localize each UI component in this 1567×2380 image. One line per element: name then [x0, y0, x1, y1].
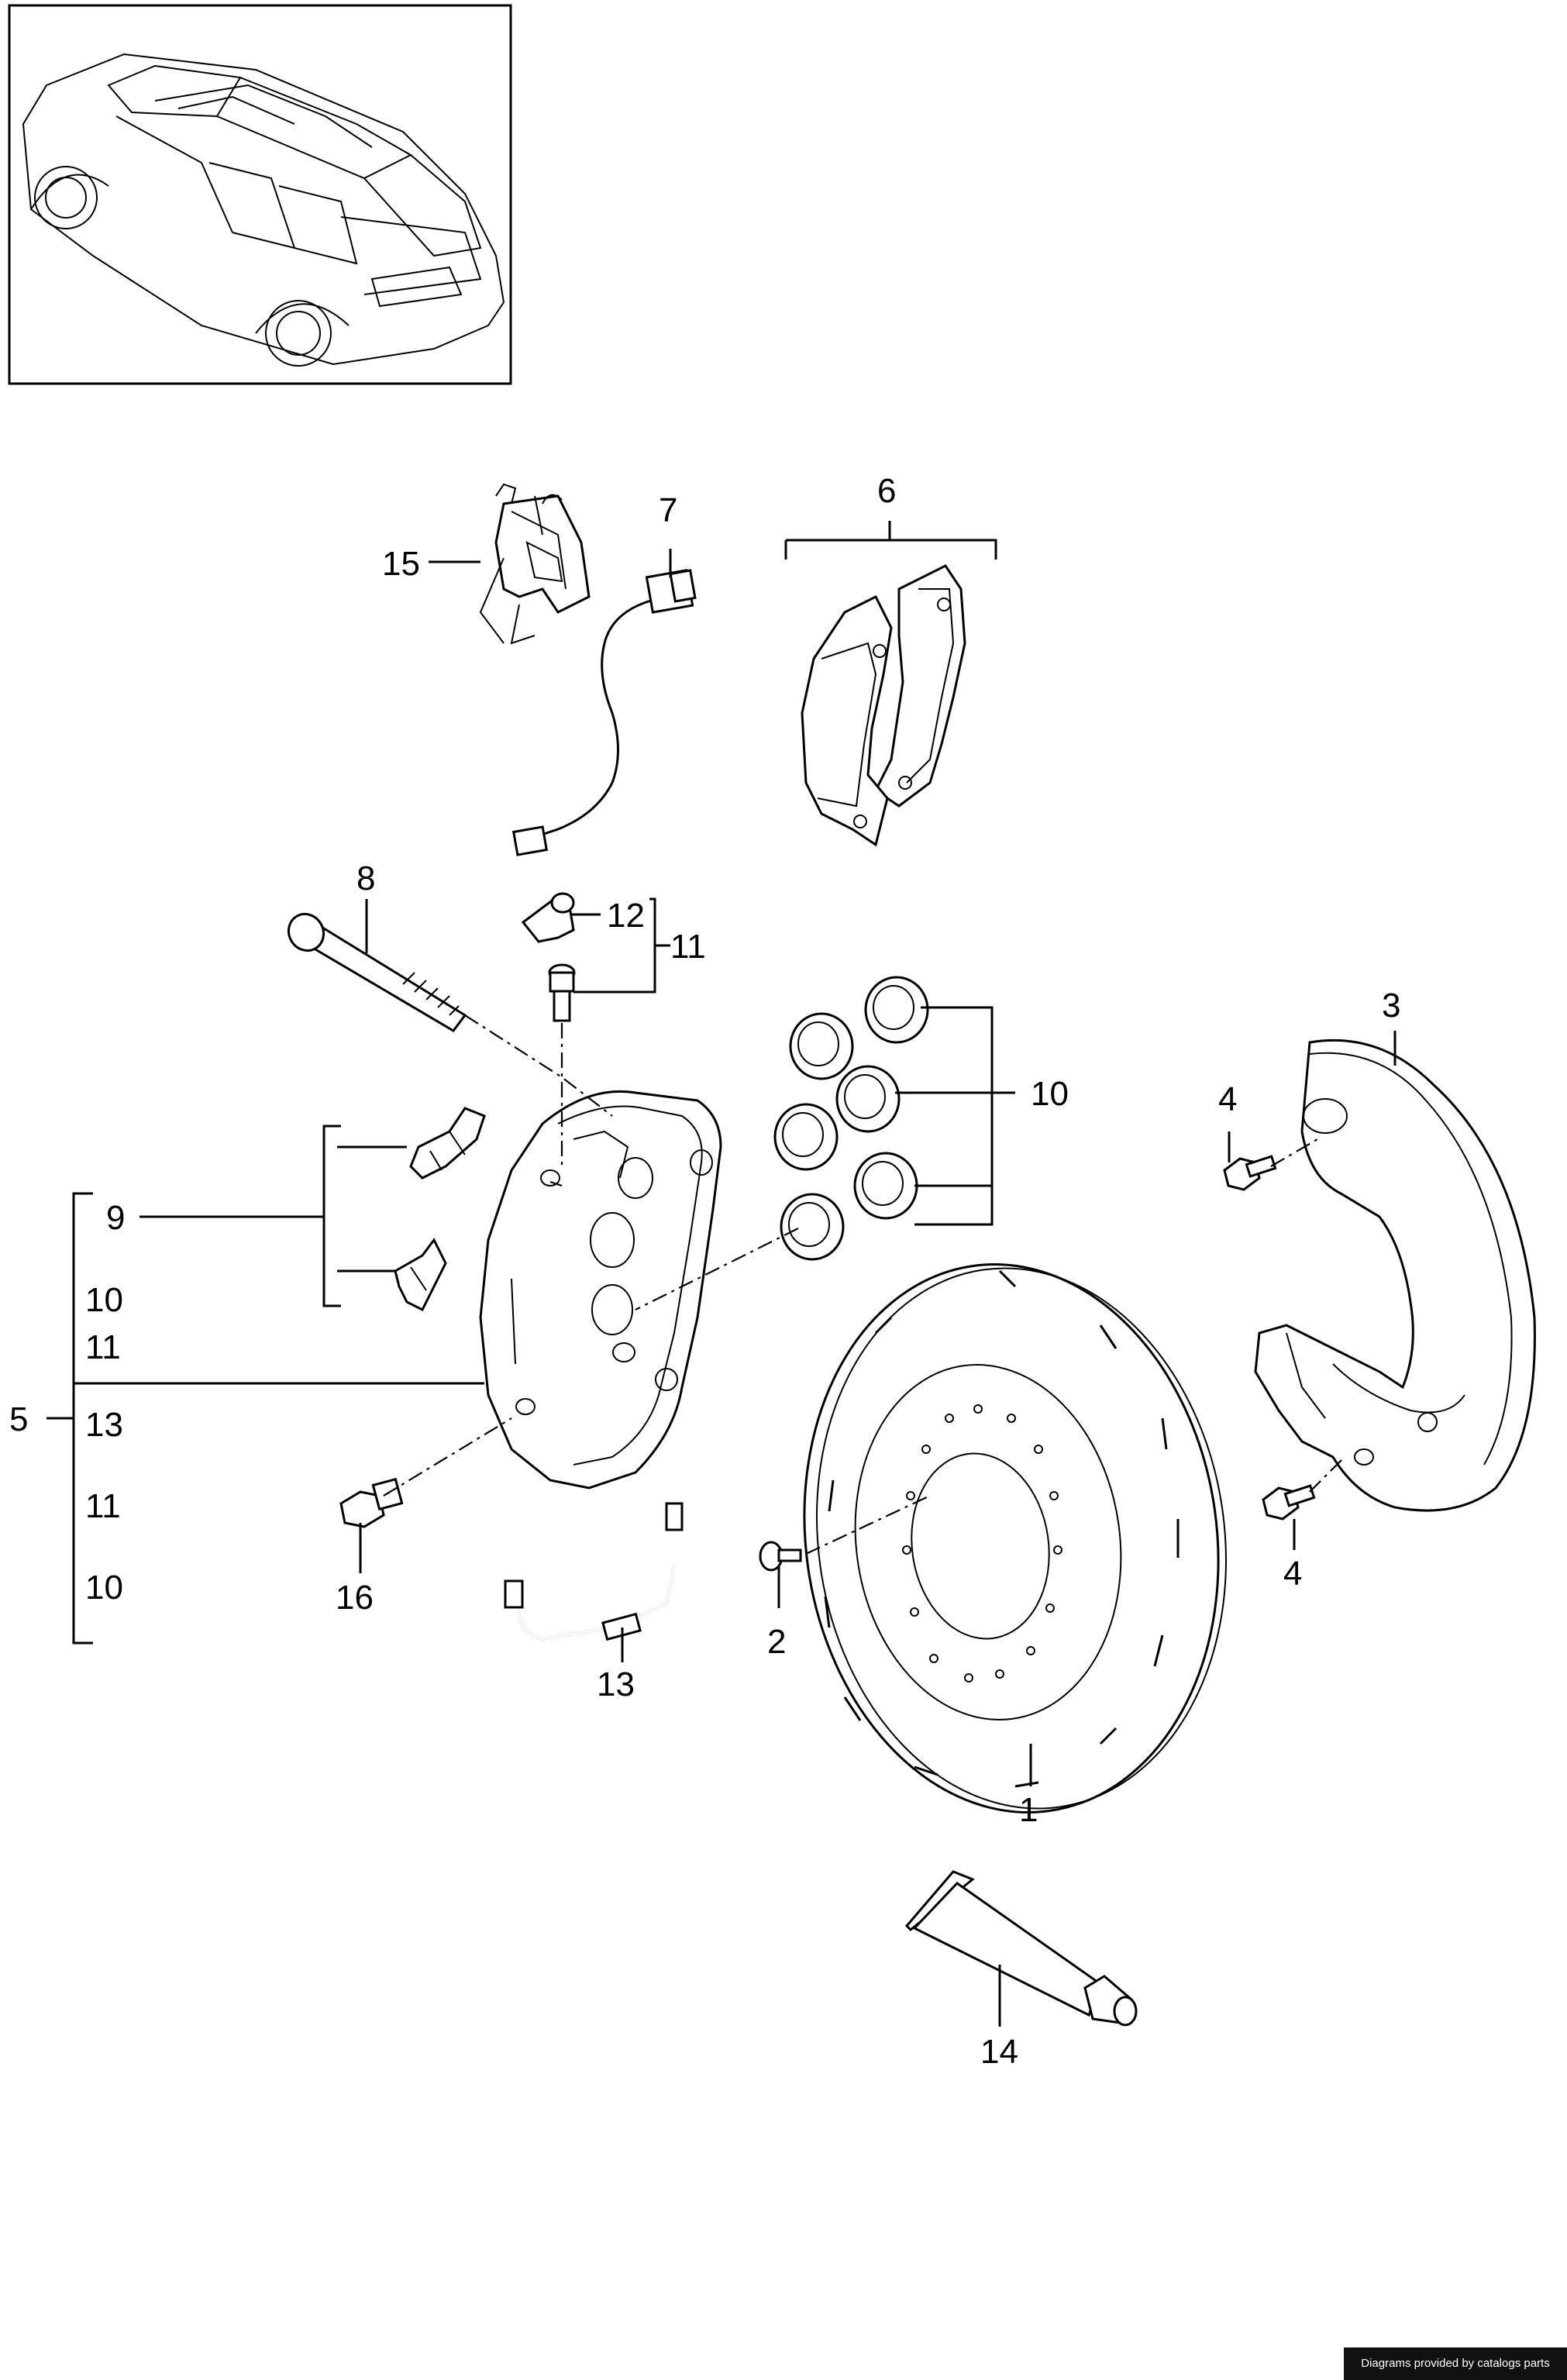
- callout-16: 16: [336, 1579, 374, 1617]
- part-9-pad-spring-lower: [394, 1238, 447, 1312]
- seal-ring: [864, 976, 929, 1044]
- part-11-bleeder-screw: [548, 963, 576, 1022]
- part-7-wear-sensor: [511, 569, 697, 856]
- part-14-grease-tube: [904, 1870, 1138, 2027]
- callout-5: 5: [9, 1400, 28, 1438]
- seal-ring: [780, 1193, 845, 1261]
- part-4-screw-upper: [1223, 1155, 1277, 1191]
- callout-numbers: 1 2 3 4 4 5 6 7 8 9 10 10 10 11 11 11 12…: [9, 472, 1400, 2071]
- part-9-pad-spring-upper: [409, 1107, 486, 1180]
- part-1-brake-disc: [803, 1263, 1227, 1813]
- callout-13-group: 13: [85, 1406, 123, 1444]
- callout-4-lower: 4: [1283, 1555, 1302, 1593]
- seal-ring: [835, 1065, 901, 1133]
- callout-11-bleeder: 11: [670, 928, 706, 966]
- seal-ring: [853, 1152, 918, 1220]
- assembly-lines: [383, 1014, 1345, 1555]
- callout-2: 2: [767, 1623, 786, 1661]
- part-8-bolt: [287, 912, 467, 1032]
- callout-9: 9: [106, 1199, 125, 1237]
- callout-10-group-b: 10: [85, 1569, 123, 1607]
- callout-11-group: 11: [85, 1328, 121, 1366]
- part-12-bleeder-cap: [521, 892, 575, 943]
- seal-ring: [773, 1103, 839, 1171]
- part-5-caliper: [479, 1090, 722, 1490]
- callout-1: 1: [1019, 1791, 1038, 1829]
- callout-10-seals: 10: [1031, 1075, 1069, 1113]
- callout-3: 3: [1382, 987, 1400, 1025]
- part-4-screw-lower: [1262, 1484, 1316, 1521]
- part-10-seals: [773, 976, 929, 1261]
- callout-11-group-b: 11: [85, 1487, 121, 1525]
- part-16-caliper-bolt: [339, 1477, 404, 1528]
- diagram-credit: Diagrams provided by catalogs parts: [1344, 2347, 1567, 2380]
- seal-ring: [789, 1012, 854, 1080]
- callout-6: 6: [877, 472, 896, 510]
- callout-7: 7: [659, 491, 677, 529]
- callout-13-hose: 13: [597, 1665, 635, 1703]
- part-13-brake-hose: [504, 1502, 684, 1641]
- callout-8: 8: [356, 859, 375, 897]
- part-15-clip: [479, 483, 591, 645]
- callout-4-upper: 4: [1218, 1080, 1237, 1118]
- leader-lines: [46, 521, 1397, 2027]
- part-3-dust-shield: [1254, 1038, 1536, 1512]
- callout-12: 12: [607, 897, 645, 935]
- callout-10-group: 10: [85, 1281, 123, 1319]
- callout-14: 14: [980, 2033, 1018, 2071]
- part-2-disc-screw: [759, 1541, 802, 1572]
- vehicle-thumbnail: [8, 4, 512, 385]
- part-6-brake-pads: [801, 564, 966, 847]
- callout-15: 15: [382, 545, 420, 583]
